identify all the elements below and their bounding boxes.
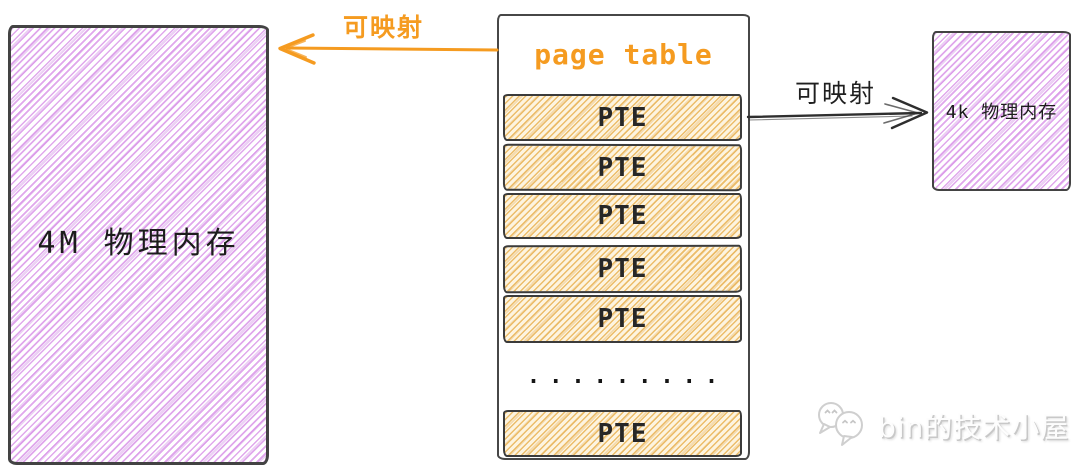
memory-block-4m-label: 4M 物理内存 — [37, 226, 240, 261]
pte-row: PTE — [503, 94, 742, 141]
pte-row: PTE — [503, 410, 742, 457]
pte-row: PTE — [503, 193, 742, 239]
wechat-icon — [818, 402, 863, 446]
page-table: page table PTE PTE PTE PTE PTE .........… — [497, 14, 750, 460]
mappable-label-left: 可映射 — [343, 13, 425, 42]
watermark: bin的技术小屋 — [814, 398, 1069, 454]
pte-row: PTE — [502, 143, 743, 192]
pte-row: PTE — [502, 244, 743, 294]
mappable-label-right: 可映射 — [795, 79, 877, 108]
memory-block-4k-label: 4k 物理内存 — [945, 102, 1058, 123]
memory-block-4m: 4M 物理内存 — [8, 25, 269, 465]
memory-block-4k: 4k 物理内存 — [932, 31, 1071, 191]
page-table-title: page table — [534, 37, 713, 71]
pte-ellipsis: ......... — [526, 363, 728, 389]
watermark-text: bin的技术小屋 — [878, 411, 1070, 444]
pte-row: PTE — [503, 295, 742, 343]
